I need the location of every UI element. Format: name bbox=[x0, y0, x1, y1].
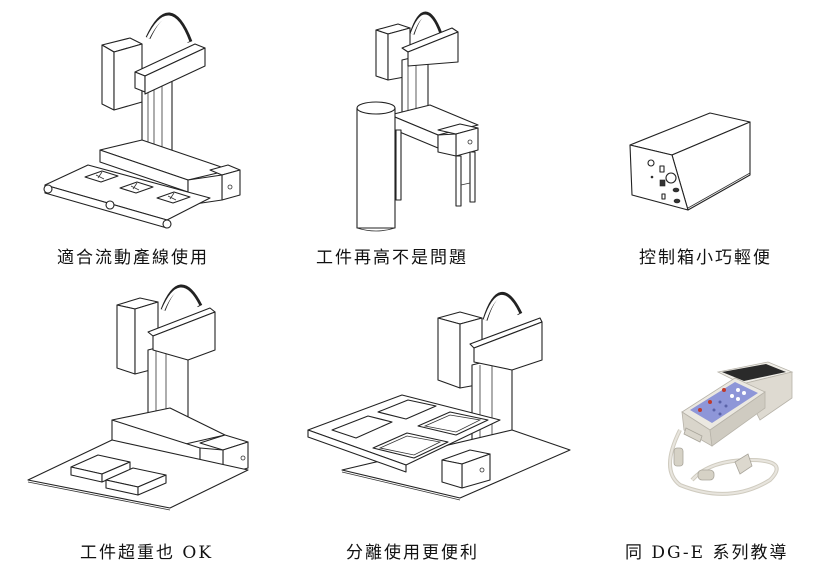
caption-heavy-workpiece: 工件超重也 OK bbox=[80, 543, 214, 563]
figure-heavy-workpiece bbox=[20, 270, 280, 511]
figure-control-box bbox=[610, 110, 751, 220]
figure-tall-workpiece bbox=[330, 0, 520, 232]
caption-teach-pendant: 同 DG-E 系列教導 bbox=[625, 543, 789, 563]
tall-workpiece-robot-illustration bbox=[356, 11, 479, 232]
caption-separate-use: 分離使用更便利 bbox=[346, 543, 479, 563]
heavy-workpiece-robot-illustration bbox=[27, 284, 249, 511]
figure-teach-pendant bbox=[640, 320, 820, 510]
figure-conveyor bbox=[30, 0, 260, 230]
caption-control-box: 控制箱小巧輕便 bbox=[639, 248, 772, 268]
conveyor-robot-illustration bbox=[43, 12, 241, 229]
control-box-illustration bbox=[629, 112, 751, 211]
figure-separate-use bbox=[300, 270, 571, 510]
teach-pendant-illustration bbox=[668, 361, 794, 496]
caption-conveyor: 適合流動產線使用 bbox=[57, 248, 209, 268]
caption-tall-workpiece: 工件再高不是問題 bbox=[316, 248, 468, 268]
separate-table-robot-illustration bbox=[307, 291, 571, 501]
